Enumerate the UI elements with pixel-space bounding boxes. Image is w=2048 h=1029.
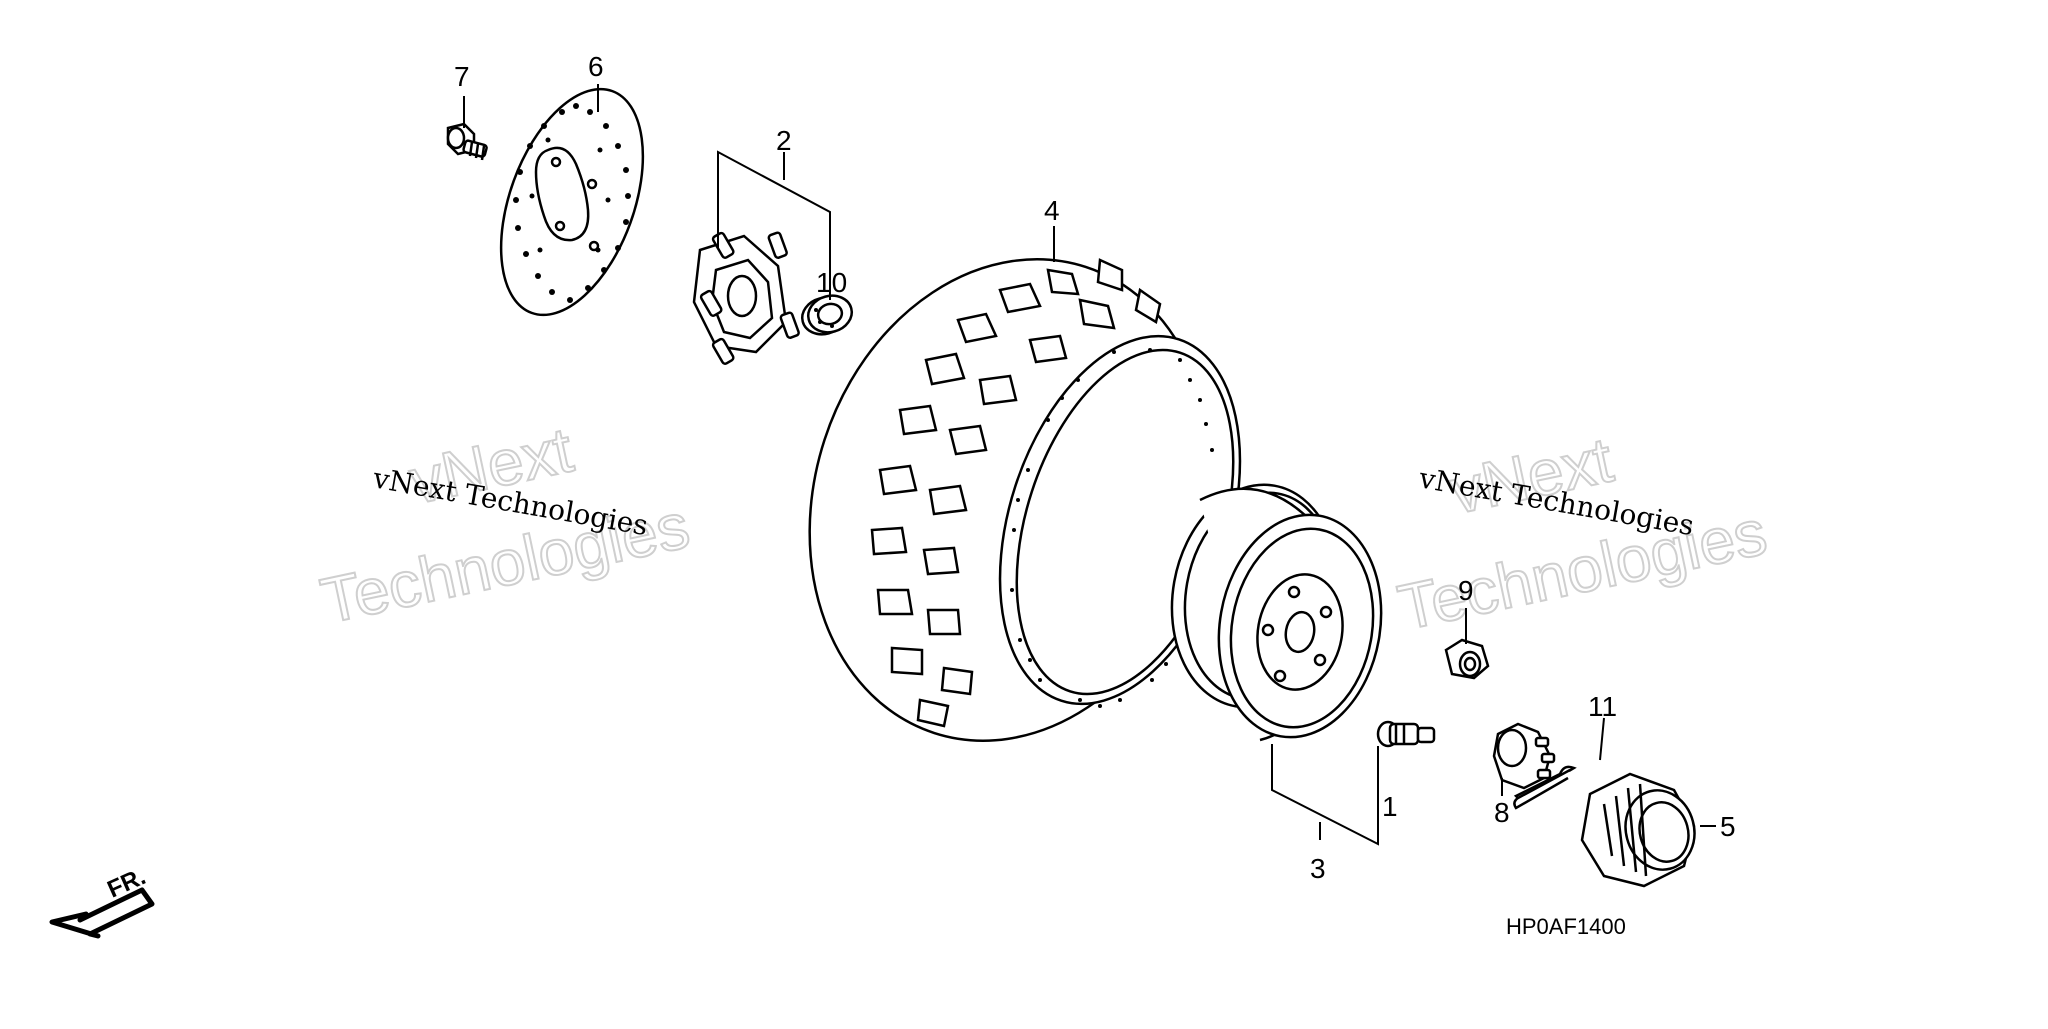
- part-1-valve[interactable]: [1376, 720, 1436, 748]
- part-3-wheel-rim[interactable]: [1155, 471, 1398, 750]
- hub-cap-ribs: [1602, 783, 1648, 877]
- hub-studs: [699, 231, 800, 365]
- castle-nut-slots: [1534, 736, 1556, 780]
- front-direction-indicator: FR.: [49, 863, 155, 939]
- callout-8: 8: [1494, 797, 1510, 828]
- part-6-brake-disc[interactable]: [473, 70, 670, 334]
- watermark-left: vNext Technologies vNext Technologies: [314, 412, 696, 638]
- part-5-hub-cap[interactable]: [1580, 772, 1703, 888]
- callout-5: 5: [1720, 811, 1736, 842]
- callout-7: 7: [454, 61, 470, 92]
- part-9-nut[interactable]: [1444, 638, 1490, 680]
- part-2-hub[interactable]: [692, 231, 800, 365]
- part-8-castle-nut[interactable]: [1492, 722, 1556, 790]
- callout-4: 4: [1044, 195, 1060, 226]
- brake-disc-holes: [513, 103, 631, 303]
- callout-labels: 7 6 2 10 4 9 11 1 8 5 3: [454, 51, 1736, 884]
- diagram-code: HP0AF1400: [1506, 914, 1626, 939]
- callout-11: 11: [1588, 691, 1617, 722]
- callout-10: 10: [816, 267, 847, 298]
- front-arrow-icon: [49, 887, 155, 939]
- leader-lines: [463, 84, 1716, 846]
- tire-tread-blocks: [870, 258, 1162, 728]
- callout-1: 1: [1382, 791, 1398, 822]
- part-7-bolt[interactable]: [446, 122, 488, 161]
- part-10-bearing[interactable]: [798, 291, 856, 339]
- watermark-right: vNext Technologies vNext Technologies: [1391, 422, 1773, 644]
- callout-3: 3: [1310, 853, 1326, 884]
- callout-9: 9: [1458, 575, 1474, 606]
- part-11-cotter-pin[interactable]: [1513, 765, 1577, 810]
- callout-6: 6: [588, 51, 604, 82]
- callout-2: 2: [776, 125, 792, 156]
- rim-lug-holes: [1261, 585, 1333, 683]
